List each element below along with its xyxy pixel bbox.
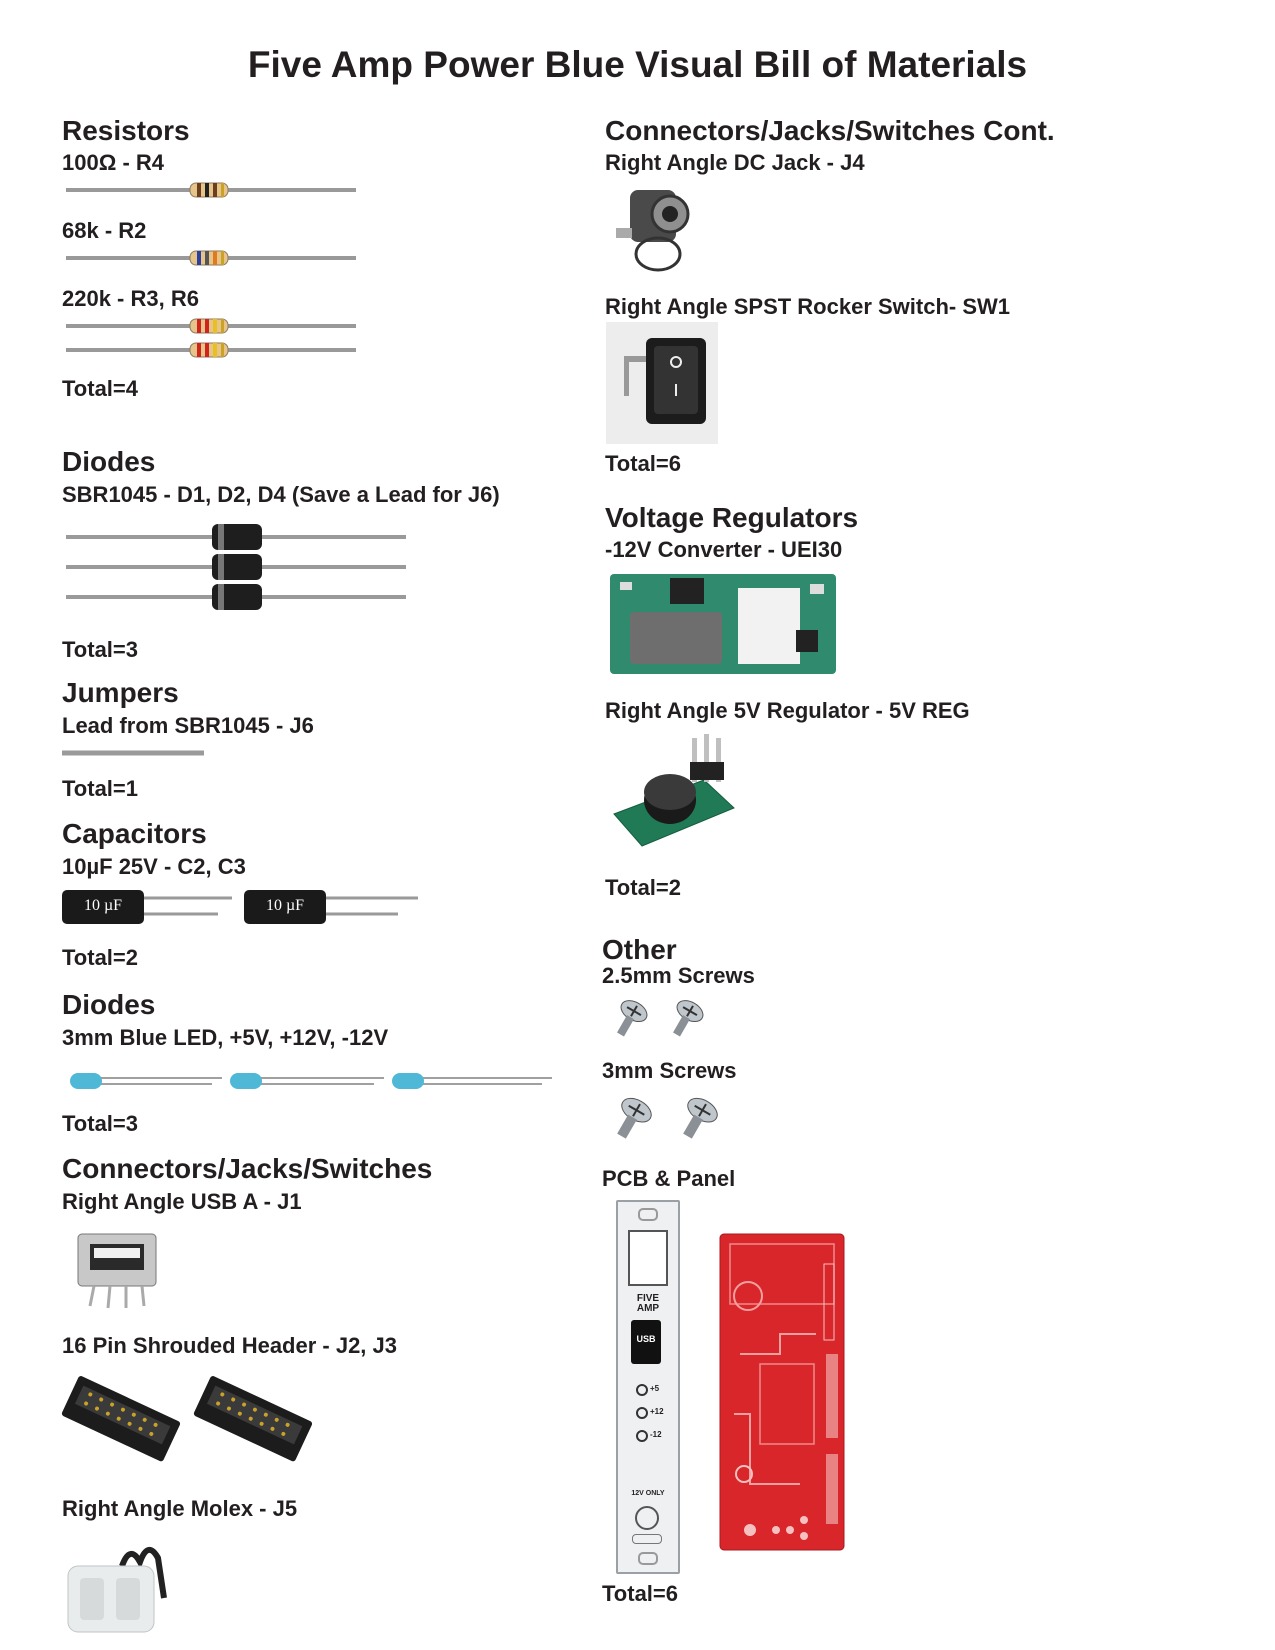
panel-logo-top: FIVE <box>636 1293 660 1304</box>
rocker-switch-label: Right Angle SPST Rocker Switch- SW1 <box>605 294 1011 319</box>
capacitor-2-label: 10 µF <box>265 897 305 914</box>
page-title: Five Amp Power Blue Visual Bill of Mater… <box>247 44 1028 85</box>
panel-logo-bottom: AMP <box>636 1303 660 1314</box>
capacitors-item-label: 10µF 25V - C2, C3 <box>62 854 246 879</box>
leds-total: Total=3 <box>62 1111 139 1136</box>
resistors-total: Total=4 <box>62 376 139 401</box>
leds-item-label: 3mm Blue LED, +5V, +12V, -12V <box>62 1025 389 1050</box>
resistor-r4-image <box>66 182 356 198</box>
uei30-label: -12V Converter - UEI30 <box>605 537 843 562</box>
screws-25mm-image <box>617 1000 704 1037</box>
jumpers-item-label: Lead from SBR1045 - J6 <box>62 713 314 738</box>
resistor-r3-r6-label: 220k - R3, R6 <box>62 286 199 311</box>
dc-jack-label: Right Angle DC Jack - J4 <box>605 150 865 175</box>
diodes-heading: Diodes <box>62 446 156 477</box>
diodes-total: Total=3 <box>62 637 139 662</box>
usb-a-label: Right Angle USB A - J1 <box>62 1189 302 1214</box>
screws-25-label: 2.5mm Screws <box>602 963 755 988</box>
resistor-r2-label: 68k - R2 <box>62 218 147 243</box>
usb-a-connector-image <box>77 1233 157 1309</box>
front-panel-image: FIVE AMP USB +5 +12 -12 12V ONLY <box>616 1200 680 1574</box>
resistor-r4-label: 100Ω - R4 <box>62 150 165 175</box>
pcb-image <box>719 1233 845 1551</box>
panel-led-12v: +12 <box>650 1407 664 1416</box>
leds-heading: Diodes <box>62 989 156 1020</box>
capacitors-heading: Capacitors <box>62 818 207 849</box>
capacitors-image: 10 µF 10 µF <box>62 888 418 926</box>
jumpers-total: Total=1 <box>62 776 139 801</box>
panel-led-minus12v: -12 <box>650 1430 662 1439</box>
panel-power-note: 12V ONLY <box>631 1490 665 1497</box>
diodes-item-label: SBR1045 - D1, D2, D4 (Save a Lead for J6… <box>62 482 500 507</box>
dc-jack-image <box>616 190 690 272</box>
uei30-converter-image <box>610 574 836 674</box>
panel-led-5v: +5 <box>650 1384 660 1393</box>
other-total: Total=6 <box>602 1581 679 1606</box>
resistor-r2-image <box>66 250 356 266</box>
pcb-panel-label: PCB & Panel <box>602 1166 736 1191</box>
other-heading: Other <box>602 934 677 965</box>
capacitors-total: Total=2 <box>62 945 139 970</box>
resistor-r3-r6-image <box>66 318 356 358</box>
rocker-switch-image <box>606 322 718 444</box>
regulators-heading: Voltage Regulators <box>605 502 859 533</box>
screws-3mm-image <box>617 1097 718 1139</box>
jumpers-heading: Jumpers <box>62 677 179 708</box>
regulator-5v-image <box>613 734 735 847</box>
regulators-total: Total=2 <box>605 875 682 900</box>
blue-leds-image <box>70 1073 552 1089</box>
shrouded-header-label: 16 Pin Shrouded Header - J2, J3 <box>62 1333 398 1358</box>
screws-3-label: 3mm Screws <box>602 1058 737 1083</box>
sbr1045-diodes-image <box>66 524 406 610</box>
capacitor-1-label: 10 µF <box>83 897 123 914</box>
resistors-heading: Resistors <box>62 115 190 146</box>
panel-usb-label: USB <box>636 1334 656 1344</box>
regulator-5v-label: Right Angle 5V Regulator - 5V REG <box>605 698 970 723</box>
connectors-cont-total: Total=6 <box>605 451 682 476</box>
molex-connector-image <box>67 1547 167 1633</box>
molex-label: Right Angle Molex - J5 <box>62 1496 298 1521</box>
jumper-lead-image <box>62 750 204 756</box>
connectors-heading: Connectors/Jacks/Switches <box>62 1153 433 1184</box>
connectors-cont-heading: Connectors/Jacks/Switches Cont. <box>605 115 1055 146</box>
shrouded-headers-image <box>61 1376 313 1462</box>
